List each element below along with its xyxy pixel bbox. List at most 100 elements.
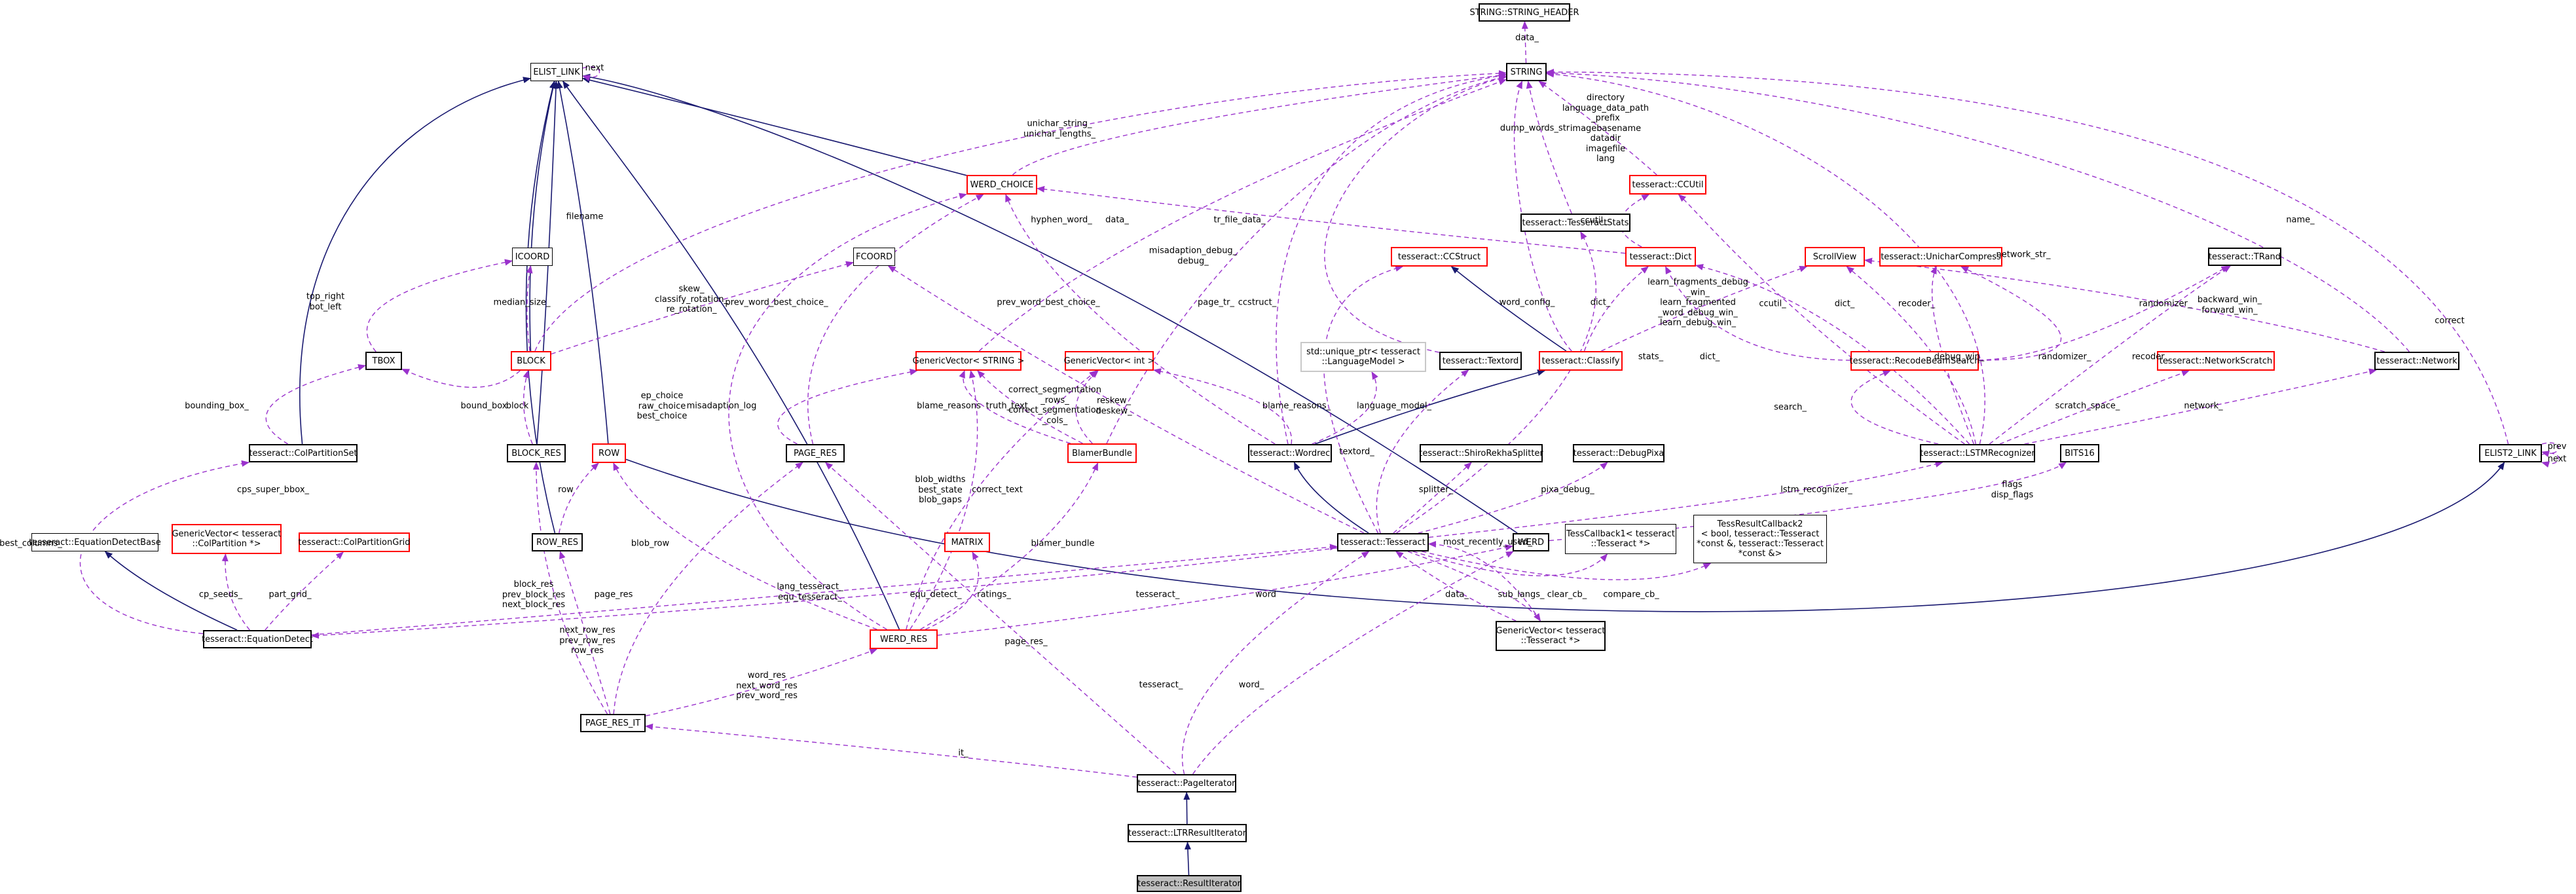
class-node-unichar_compress[interactable]: tesseract::UnicharCompress [1879, 247, 2002, 267]
usage-edge [221, 553, 250, 631]
class-node-tesseract_main[interactable]: tesseract::Tesseract [1337, 533, 1429, 551]
class-node-gv_colpartition[interactable]: GenericVector< tesseract ::ColPartition … [172, 524, 282, 554]
class-node-trand[interactable]: tesseract::TRand [2208, 248, 2281, 266]
usage-edge [2541, 442, 2559, 457]
usage-edge [1395, 551, 1517, 622]
class-node-colpartition_grid[interactable]: tesseract::ColPartitionGrid [298, 532, 411, 552]
class-node-result_iterator[interactable]: tesseract::ResultIterator [1137, 875, 1242, 892]
inheritance-edge [582, 77, 967, 176]
usage-edge [1999, 370, 2190, 445]
class-node-colpartition_set[interactable]: tesseract::ColPartitionSet [249, 444, 358, 462]
usage-edge [887, 265, 1365, 534]
class-node-werd_choice[interactable]: WERD_CHOICE [966, 175, 1037, 195]
class-node-page_iterator[interactable]: tesseract::PageIterator [1137, 774, 1236, 792]
class-node-tbox[interactable]: TBOX [365, 352, 402, 370]
usage-edge [1323, 265, 1404, 534]
class-node-block[interactable]: BLOCK [511, 351, 551, 371]
usage-edge [1396, 231, 1596, 534]
usage-edge [1153, 368, 1293, 445]
class-node-tess_result_callback2[interactable]: TessResultCallback2 < bool, tesseract::T… [1693, 515, 1827, 563]
usage-edge [1526, 81, 1572, 214]
usage-edge [906, 370, 1097, 630]
usage-edge [1549, 462, 2067, 542]
class-node-icoord[interactable]: ICOORD [512, 248, 553, 266]
inheritance-edge [299, 77, 531, 445]
usage-edge [645, 723, 1137, 778]
usage-edge [978, 79, 1507, 352]
class-node-werd[interactable]: WERD [1513, 533, 1549, 551]
usage-edge [824, 462, 1177, 775]
class-node-network_scratch[interactable]: tesseract::NetworkScratch [2157, 351, 2275, 371]
usage-edge [1428, 540, 1541, 622]
class-node-ccstruct[interactable]: tesseract::CCStruct [1391, 247, 1488, 267]
class-node-page_res_it[interactable]: PAGE_RES_IT [580, 714, 646, 732]
usage-edge [401, 368, 521, 388]
usage-edge [265, 551, 344, 631]
usage-edge [1324, 75, 1507, 353]
class-node-werd_res[interactable]: WERD_RES [870, 629, 938, 649]
class-node-tess_callback1[interactable]: TessCallback1< tesseract ::Tesseract *> [1565, 524, 1676, 554]
inheritance-edge [525, 81, 556, 534]
usage-edge [920, 462, 1099, 630]
usage-edge [1538, 81, 1657, 176]
class-node-gv_int[interactable]: GenericVector< int > [1064, 351, 1154, 371]
class-node-unique_ptr_lm[interactable]: std::unique_ptr< tesseract ::LanguageMod… [1300, 342, 1426, 372]
usage-edge [1978, 265, 2230, 361]
class-node-shirorekha[interactable]: tesseract::ShiroRekhaSplitter [1419, 444, 1543, 462]
inheritance-edge [556, 81, 609, 444]
class-node-classify[interactable]: tesseract::Classify [1539, 351, 1623, 371]
usage-edge [613, 462, 877, 630]
inheritance-edge [1450, 266, 1567, 352]
class-node-network[interactable]: tesseract::Network [2374, 352, 2459, 370]
class-node-scrollview[interactable]: ScrollView [1805, 247, 1865, 267]
usage-edge [1418, 462, 1608, 534]
class-node-equation_detect[interactable]: tesseract::EquationDetect [202, 630, 313, 648]
usage-edge [613, 462, 803, 715]
usage-edge [311, 547, 1338, 639]
usage-edge [1422, 551, 1712, 580]
class-node-fcoord[interactable]: FCOORD [853, 248, 895, 266]
usage-edge [1037, 185, 1626, 254]
usage-edge [1312, 371, 1378, 445]
class-node-wordrec[interactable]: tesseract::Wordrec [1248, 444, 1332, 462]
usage-edge [534, 70, 1507, 352]
class-node-row[interactable]: ROW [592, 443, 626, 463]
usage-edge [311, 544, 1338, 636]
class-node-string[interactable]: STRING [1506, 63, 1547, 81]
class-node-elist_link[interactable]: ELIST_LINK [530, 63, 583, 81]
usage-edge [582, 66, 600, 81]
usage-edge [959, 370, 1071, 444]
class-node-matrix[interactable]: MATRIX [944, 532, 990, 552]
usage-edge [1393, 462, 1472, 534]
usage-edge [1428, 460, 1943, 538]
class-node-block_res[interactable]: BLOCK_RES [507, 444, 566, 462]
class-node-gv_string[interactable]: GenericVector< STRING > [913, 351, 1024, 371]
class-node-debug_pixa[interactable]: tesseract::DebugPixa [1573, 444, 1665, 462]
class-node-ccutil[interactable]: tesseract::CCUtil [1629, 175, 1706, 195]
usage-edge [1930, 266, 1975, 445]
class-node-recode_beam[interactable]: tesseract::RecodeBeamSearch [1850, 351, 1979, 371]
class-node-tesseract_stats[interactable]: tesseract::TesseractStats [1520, 214, 1630, 232]
class-node-ltr_result_iterator[interactable]: tesseract::LTRResultIterator [1128, 824, 1247, 842]
class-node-eq_detect_base[interactable]: tesseract::EquationDetectBase [29, 533, 161, 551]
class-node-page_res[interactable]: PAGE_RES [786, 444, 845, 462]
class-node-gv_tesseract[interactable]: GenericVector< tesseract ::Tesseract *> [1496, 621, 1606, 651]
usage-edge [1192, 551, 1514, 775]
class-node-blamer_bundle_node[interactable]: BlamerBundle [1067, 443, 1137, 463]
inheritance-edge [1314, 369, 1546, 445]
usage-edge [777, 369, 918, 445]
usage-edge [645, 648, 878, 717]
class-node-row_res[interactable]: ROW_RES [532, 533, 583, 551]
usage-edge [1665, 266, 1851, 361]
usage-edge [1546, 69, 2410, 352]
class-node-string_header[interactable]: STRING::STRING_HEADER [1469, 3, 1579, 22]
usage-edge [728, 193, 967, 630]
class-node-dict[interactable]: tesseract::Dict [1625, 247, 1696, 267]
usage-edge [1005, 194, 1276, 445]
class-node-elist2_link[interactable]: ELIST2_LINK [2479, 444, 2542, 462]
class-node-bits16[interactable]: BITS16 [2060, 444, 2099, 462]
class-node-textord[interactable]: tesseract::Textord [1439, 352, 1522, 370]
class-node-lstm_recognizer[interactable]: tesseract::LSTMRecognizer [1920, 444, 2035, 462]
